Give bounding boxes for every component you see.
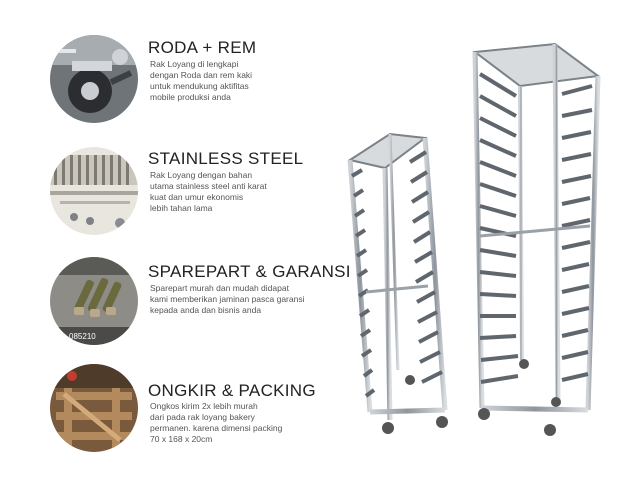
caster-wheel-photo (50, 35, 138, 123)
feature-title: SPAREPART & GARANSI (148, 262, 351, 281)
feature-roda-rem: RODA + REM Rak Loyang di lengkapi dengan… (0, 35, 330, 125)
feature-description: Rak Loyang dengan bahan utama stainless … (150, 170, 267, 213)
feature-description: Ongkos kirim 2x lebih murah dari pada ra… (150, 401, 283, 444)
photo-watermark-text: WA: 085210 (52, 332, 96, 341)
feature-stainless-steel: STAINLESS STEEL Rak Loyang dengan bahan … (0, 147, 330, 237)
short-rack (347, 132, 448, 434)
spare-parts-photo: WA: 085210 (50, 257, 138, 345)
wooden-crate-photo (50, 364, 138, 452)
feature-sparepart-garansi: WA: 085210 SPAREPART & GARANSI Sparepart… (0, 257, 351, 347)
feature-description: Rak Loyang di lengkapi dengan Roda dan r… (150, 59, 253, 102)
tall-rack (472, 42, 601, 436)
feature-title: RODA + REM (148, 38, 257, 57)
feature-title: ONGKIR & PACKING (148, 381, 316, 400)
stainless-tray-rack-photo (330, 30, 630, 450)
feature-title: STAINLESS STEEL (148, 149, 304, 168)
feature-ongkir-packing: ONGKIR & PACKING Ongkos kirim 2x lebih m… (0, 364, 330, 454)
feature-description: Sparepart murah dan mudah didapat kami m… (150, 283, 305, 315)
steel-frame-photo (50, 147, 138, 235)
